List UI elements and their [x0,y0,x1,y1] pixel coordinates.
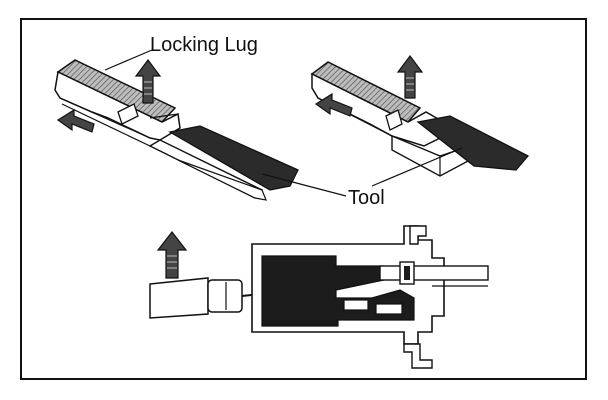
right-lug-window [385,109,403,131]
connector-housing [251,225,489,369]
arrow-left-icon [56,108,95,133]
left-lug-window [117,103,139,125]
arrow-up-icon [396,55,424,99]
cross-section-view [149,225,489,369]
left-tool-blade [168,125,299,191]
right-tool-blade [416,115,530,171]
arrow-up-icon [156,231,188,279]
terminal-wire [379,265,489,281]
tool-label: Tool [348,187,385,209]
right-connector-view [310,55,530,177]
left-connector-view [54,49,299,201]
arrow-up-icon [134,59,162,104]
locking-lug-leader [104,49,153,71]
right-housing [311,72,441,147]
tool-leaders [261,147,463,197]
tool-handle [149,277,361,319]
locking-lug-label: Locking Lug [150,34,258,56]
arrow-left-icon [314,92,353,117]
